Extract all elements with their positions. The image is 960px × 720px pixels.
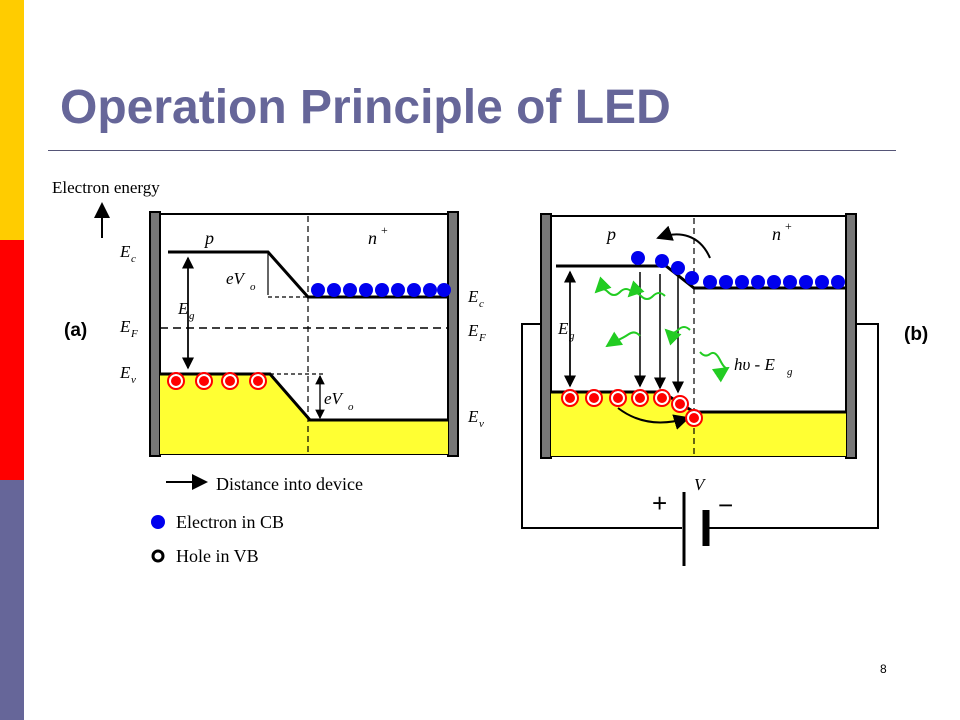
panel-b-eg-sub: g (569, 330, 575, 342)
panel-a-ev-right-sub: v (479, 418, 484, 430)
panel-a-valence-band-edge (160, 372, 448, 422)
panel-b-n-sup: + (785, 219, 792, 233)
panel-b-photons (594, 276, 730, 383)
panel-a-electrons (311, 283, 451, 297)
slide-title: Operation Principle of LED (60, 81, 671, 134)
panel-a-evo-top: eV (226, 269, 247, 288)
panel-a-eg: E (177, 299, 189, 318)
panel-a-ec-right: E (467, 287, 479, 306)
panel-b-conduction-band-edge (556, 264, 846, 290)
title-divider (48, 150, 896, 151)
panel-a-conduction-band-edge (168, 250, 448, 299)
panel-b-photon-label: hυ - E (734, 355, 775, 374)
legend-hole-label: Hole in VB (176, 546, 259, 566)
panel-a-ev-left: E (119, 363, 131, 382)
accent-bar-blue (0, 480, 24, 720)
panel-a-ef-right-sub: F (478, 332, 486, 344)
panel-a-evo-top-sub: o (250, 281, 256, 293)
circuit-wire-right (706, 323, 879, 529)
panel-b-left-wall (540, 213, 552, 459)
battery-voltage: V (694, 475, 707, 494)
panel-a-label: (a) (64, 320, 87, 341)
panel-a-p-label: p (203, 228, 214, 248)
panel-b-holes (561, 389, 703, 427)
panel-a-right-wall (447, 211, 459, 457)
panel-a-evo-bottom-sub: o (348, 401, 354, 413)
panel-a-n-sup: + (381, 223, 388, 237)
panel-a-ec-left-sub: c (131, 253, 136, 265)
panel-b-electrons (631, 251, 845, 289)
panel-a-ef-left: E (119, 317, 131, 336)
y-axis-label: Electron energy (52, 178, 160, 197)
panel-b-right-wall (845, 213, 857, 459)
panel-b-n-label: n (772, 224, 781, 244)
panel-a-n-label: n (368, 228, 377, 248)
panel-a-ec-left: E (119, 242, 131, 261)
legend-hole-icon (151, 549, 165, 563)
legend-electron-label: Electron in CB (176, 512, 284, 532)
panel-b-photon-sub: g (787, 366, 793, 378)
panel-b-label: (b) (904, 324, 928, 345)
panel-b-p-label: p (605, 224, 616, 244)
legend-electron-icon (151, 515, 165, 529)
panel-a-ec-right-sub: c (479, 298, 484, 310)
battery-minus: − (718, 490, 733, 520)
panel-a-ev-right: E (467, 407, 479, 426)
legend: Electron in CB Hole in VB (151, 512, 284, 566)
panel-a-eg-sub: g (189, 310, 195, 322)
accent-bar-yellow (0, 0, 24, 240)
panel-b: p n + E g hυ - E g (b) + − V (521, 213, 928, 566)
panel-a: p n + E c E g E F E v eV o eV o E c E F … (64, 211, 486, 457)
panel-a-evo-bottom: eV (324, 389, 345, 408)
x-axis-label: Distance into device (216, 474, 363, 494)
panel-a-ev-left-sub: v (131, 374, 136, 386)
panel-a-holes (167, 372, 267, 390)
circuit-wire-left (521, 323, 682, 529)
panel-b-eg: E (557, 319, 569, 338)
panel-a-ef-right: E (467, 321, 479, 340)
page-number: 8 (880, 662, 887, 676)
battery-plus: + (652, 488, 667, 518)
accent-bar-red (0, 240, 24, 480)
panel-a-ef-left-sub: F (130, 328, 138, 340)
panel-a-left-wall (149, 211, 161, 457)
